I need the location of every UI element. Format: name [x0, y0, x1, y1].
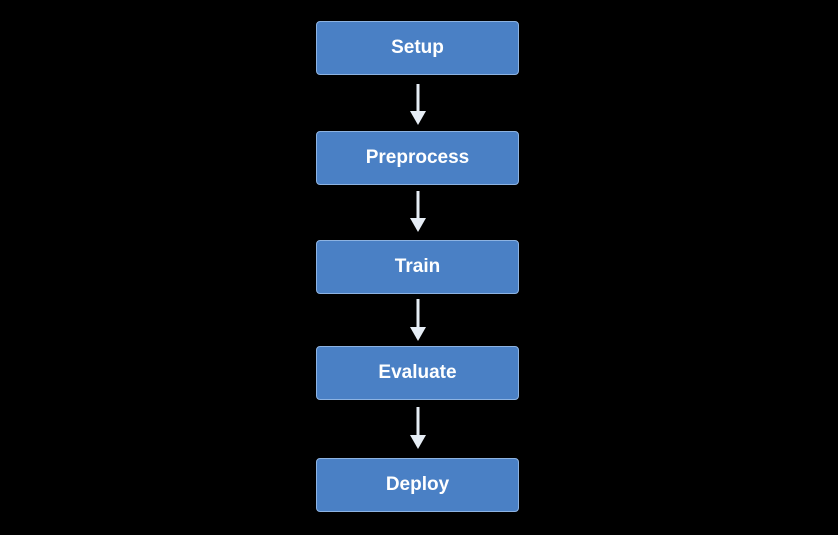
arrow-down-icon	[410, 84, 426, 125]
step-preprocess-label: Preprocess	[365, 147, 470, 168]
step-preprocess: Preprocess	[316, 131, 519, 185]
step-evaluate-label: Evaluate	[378, 362, 457, 383]
arrow-setup-to-preprocess	[408, 84, 428, 125]
step-train: Train	[316, 240, 519, 294]
arrow-preprocess-to-train	[408, 191, 428, 232]
step-train-label: Train	[394, 256, 441, 277]
step-setup: Setup	[316, 21, 519, 75]
step-evaluate: Evaluate	[316, 346, 519, 400]
step-deploy-label: Deploy	[385, 474, 450, 495]
arrow-down-icon	[410, 299, 426, 341]
step-deploy: Deploy	[316, 458, 519, 512]
step-setup-label: Setup	[391, 37, 444, 58]
arrow-train-to-evaluate	[408, 299, 428, 341]
arrow-down-icon	[410, 407, 426, 449]
arrow-evaluate-to-deploy	[408, 407, 428, 449]
arrow-down-icon	[410, 191, 426, 232]
